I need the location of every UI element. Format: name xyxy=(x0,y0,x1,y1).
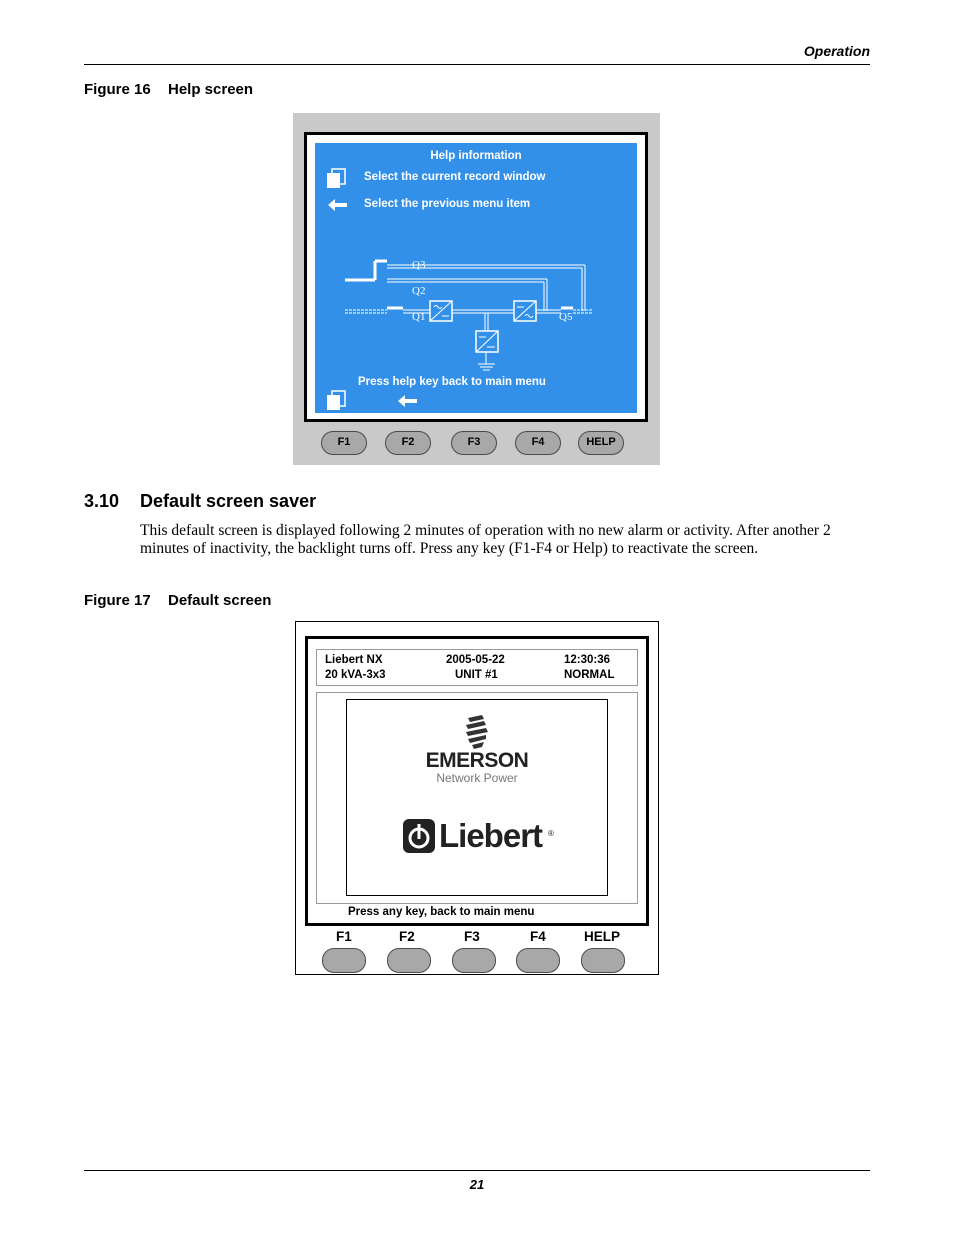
rating-value: 20 kVA-3x3 xyxy=(325,669,386,681)
f4-key[interactable] xyxy=(516,948,560,973)
footer-rule xyxy=(84,1170,870,1171)
f2-key[interactable] xyxy=(387,948,431,973)
q2-label: Q2 xyxy=(412,285,426,297)
time-value: 12:30:36 xyxy=(564,654,611,666)
help-label: HELP xyxy=(584,929,621,944)
emerson-logo: EMERSON xyxy=(425,749,529,772)
logo-box: EMERSON Network Power Liebert ® xyxy=(346,699,608,896)
back-arrow-icon xyxy=(328,199,347,211)
help-line-record-window: Select the current record window xyxy=(364,171,546,183)
q5-label: Q5 xyxy=(559,311,573,323)
date-value: 2005-05-22 xyxy=(446,654,505,666)
record-window-icon xyxy=(327,390,346,410)
figure-16-title: Help screen xyxy=(168,81,254,98)
section-heading: 3.10 Default screen saver xyxy=(84,491,316,512)
f1-key[interactable] xyxy=(322,948,366,973)
q3-label: Q3 xyxy=(412,259,426,271)
f1-label: F1 xyxy=(336,929,352,944)
figure-17-caption: Figure 17 Default screen xyxy=(84,592,271,609)
page-number: 21 xyxy=(469,1177,485,1192)
f3-label: F3 xyxy=(464,929,480,944)
figure-16-help-screen: Help information Select the current reco… xyxy=(293,113,660,465)
f3-key[interactable]: F3 xyxy=(451,431,497,455)
header-rule xyxy=(84,64,870,65)
unit-value: UNIT #1 xyxy=(455,669,498,681)
back-arrow-icon xyxy=(398,395,417,407)
status-value: NORMAL xyxy=(564,669,615,681)
f2-label: F2 xyxy=(399,929,415,944)
help-heading: Help information xyxy=(430,150,522,162)
lcd-screen: Help information Select the current reco… xyxy=(315,143,637,413)
registered-mark: ® xyxy=(548,829,554,838)
liebert-emblem-icon xyxy=(403,819,435,853)
screen-saver-footer: Press any key, back to main menu xyxy=(348,906,535,918)
f3-key[interactable] xyxy=(452,948,496,973)
f2-key[interactable]: F2 xyxy=(385,431,431,455)
q1-label: Q1 xyxy=(412,311,426,323)
help-key[interactable]: HELP xyxy=(578,431,624,455)
help-key[interactable] xyxy=(581,948,625,973)
figure-17-title: Default screen xyxy=(168,592,272,609)
network-power-logo: Network Power xyxy=(436,771,518,785)
section-title: Default screen saver xyxy=(140,491,317,511)
status-info-box: Liebert NX 2005-05-22 12:30:36 20 kVA-3x… xyxy=(316,649,638,686)
running-header: Operation xyxy=(803,43,870,59)
section-number: 3.10 xyxy=(84,491,120,511)
figure-17-number: Figure 17 xyxy=(84,592,151,609)
section-paragraph: This default screen is displayed followi… xyxy=(140,522,831,557)
figure-17-default-screen: Liebert NX 2005-05-22 12:30:36 20 kVA-3x… xyxy=(295,621,659,975)
emerson-emblem-icon xyxy=(466,715,488,749)
liebert-logo: Liebert xyxy=(439,817,543,854)
f4-key[interactable]: F4 xyxy=(515,431,561,455)
figure-16-number: Figure 16 xyxy=(84,81,151,98)
display-bezel: Help information Select the current reco… xyxy=(304,132,648,422)
help-footer-text: Press help key back to main menu xyxy=(358,376,546,388)
help-line-previous-item: Select the previous menu item xyxy=(364,198,531,210)
f4-label: F4 xyxy=(530,929,546,944)
f1-key[interactable]: F1 xyxy=(321,431,367,455)
screen-saver-area: EMERSON Network Power Liebert ® xyxy=(316,692,638,904)
display-bezel: Liebert NX 2005-05-22 12:30:36 20 kVA-3x… xyxy=(305,636,649,926)
single-line-diagram xyxy=(345,259,593,371)
figure-16-caption: Figure 16 Help screen xyxy=(84,81,253,98)
model-name: Liebert NX xyxy=(325,654,383,666)
record-window-icon xyxy=(327,168,346,188)
